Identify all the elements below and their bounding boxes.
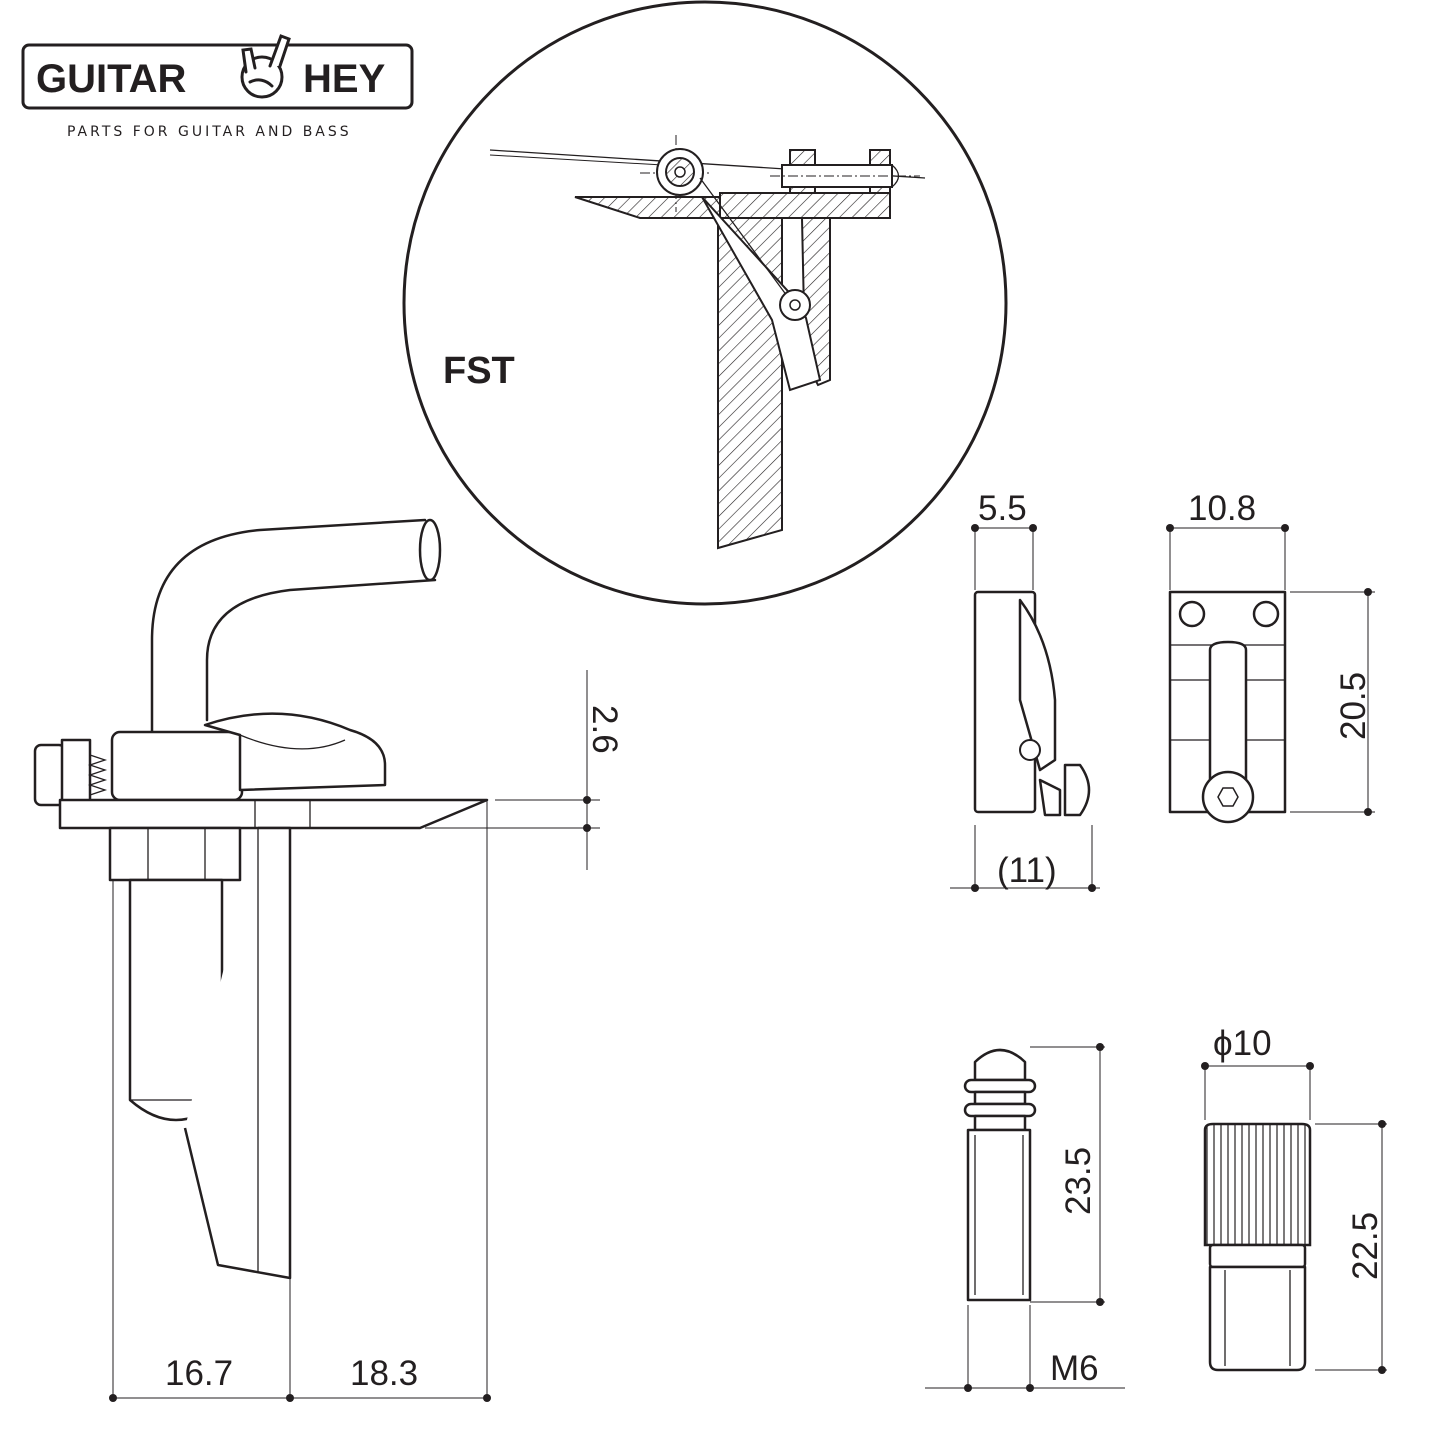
brand-logo: GUITAR HEY PARTS FOR GUITAR AND BASS: [21, 34, 414, 140]
hex-socket-icon: [1217, 787, 1239, 807]
dim-phi-10: ϕ10: [1213, 1024, 1272, 1063]
mount-screw-right: [1252, 600, 1280, 628]
fst-detail-view: FST: [402, 0, 1008, 606]
side-view-assembly: 16.7 18.3 2.6: [33, 518, 624, 1402]
detail-circle: [402, 0, 1008, 606]
logo-word-left: GUITAR: [36, 57, 186, 101]
lever-slot: [1208, 640, 1248, 792]
rock-hand-icon: [240, 34, 291, 99]
tremolo-arm: [150, 518, 427, 737]
dim-2-6: 2.6: [585, 705, 624, 754]
dim-11: (11): [997, 851, 1057, 890]
bolt-view: 23.5 M6: [925, 1043, 1125, 1392]
lock-body-section: [719, 192, 891, 219]
dim-5-5: 5.5: [978, 489, 1027, 528]
logo-word-right: HEY: [303, 57, 386, 101]
end-screw: [33, 743, 67, 807]
lever-top: [203, 712, 387, 792]
fst-label: FST: [443, 350, 515, 392]
lock-block: [110, 730, 244, 802]
dim-18-3: 18.3: [350, 1354, 418, 1393]
bolt-head: [973, 1048, 1027, 1082]
dim-10-8: 10.8: [1188, 489, 1256, 528]
lock-top-view: 10.8 20.5: [1166, 489, 1375, 824]
logo-tagline: PARTS FOR GUITAR AND BASS: [67, 124, 352, 140]
lock-side-view: 5.5 (11): [950, 489, 1100, 892]
adjust-knob-side: [1063, 763, 1091, 817]
dim-23-5: 23.5: [1059, 1147, 1098, 1215]
hex-nut: [108, 826, 242, 882]
base-plate: [58, 798, 489, 830]
bolt-thread: [966, 1128, 1032, 1302]
dim-22-5: 22.5: [1346, 1212, 1385, 1280]
dim-16-7: 16.7: [165, 1354, 233, 1393]
knurled-knob: [1203, 1122, 1312, 1247]
spring: [87, 754, 108, 796]
mount-screw-left: [1178, 600, 1206, 628]
dim-m6: M6: [1050, 1349, 1099, 1388]
dim-20-5: 20.5: [1334, 672, 1373, 740]
knob-view: ϕ10 22.5: [1201, 1024, 1387, 1374]
logo-frame: [21, 43, 414, 110]
